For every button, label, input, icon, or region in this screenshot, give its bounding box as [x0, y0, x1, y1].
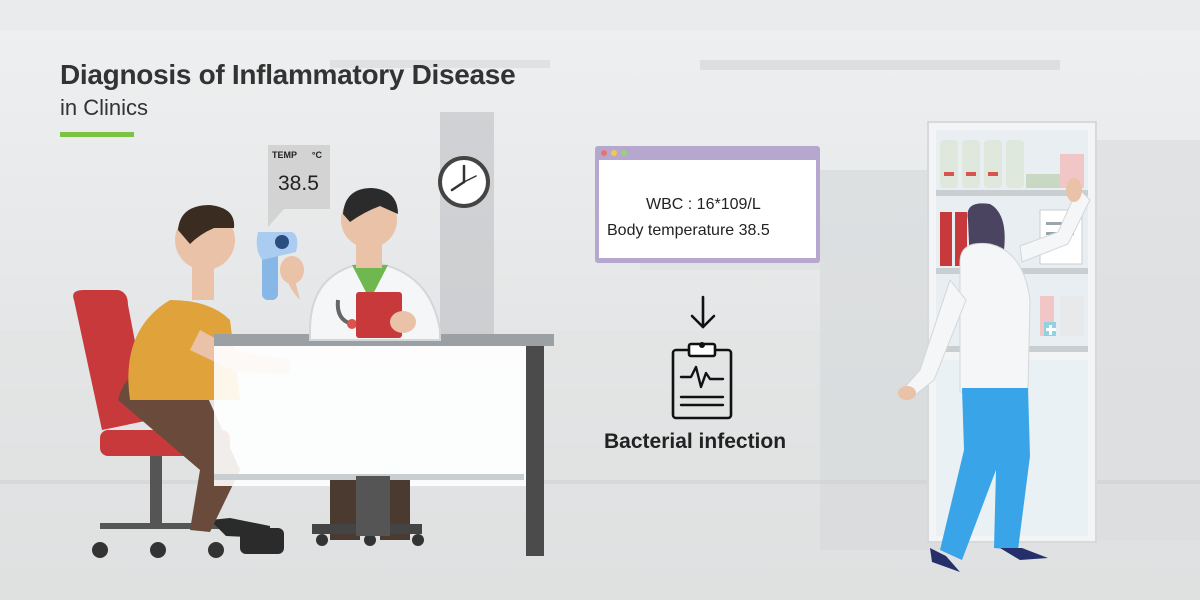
title-block: Diagnosis of Inflammatory Disease in Cli…	[60, 58, 516, 137]
thermometer-value: 38.5	[278, 172, 319, 195]
temperature-result: Body temperature 38.5	[607, 222, 770, 239]
clipboard-report-icon	[671, 342, 733, 420]
result-window-body: WBC : 16*109/L Body temperature 38.5	[599, 160, 816, 258]
thermometer-display-tail	[268, 209, 284, 227]
thermometer-label: TEMP	[272, 150, 298, 160]
window-dot-yellow	[611, 150, 617, 156]
result-window: WBC : 16*109/L Body temperature 38.5	[595, 146, 820, 263]
page-subtitle: in Clinics	[60, 95, 149, 120]
nurse	[898, 178, 1091, 572]
wbc-result: WBC : 16*109/L	[646, 196, 761, 213]
arrow-down-icon	[690, 295, 716, 329]
thermometer-display: TEMP °C 38.5	[268, 145, 330, 209]
desk	[214, 334, 554, 556]
doctor	[309, 188, 441, 546]
thermometer-unit: °C	[311, 150, 322, 160]
clock-icon	[438, 156, 490, 208]
thermometer-icon	[256, 232, 304, 300]
title-underline	[60, 132, 134, 137]
window-dot-green	[621, 150, 627, 156]
window-dot-red	[601, 150, 607, 156]
diagnosis-label: Bacterial infection	[604, 430, 787, 453]
window-controls	[601, 150, 627, 156]
page-title: Diagnosis of Inflammatory Disease	[60, 59, 516, 90]
